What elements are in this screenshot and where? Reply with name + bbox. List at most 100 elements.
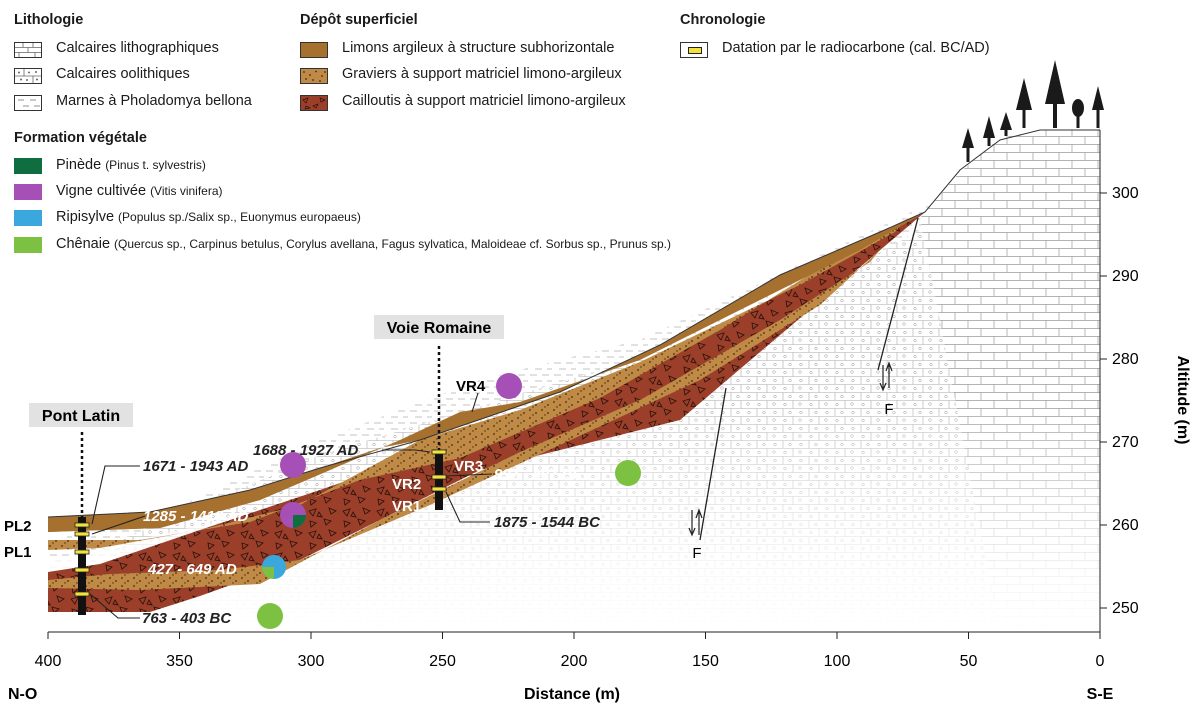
legend-vegetation-item-2: Vigne cultivée (Vitis vinifera) — [56, 183, 223, 199]
y-tick-label: 280 — [1112, 351, 1139, 368]
y-axis-label: Altitude (m) — [1174, 356, 1191, 445]
leader-vr4 — [471, 392, 479, 413]
vegetation-name-ripisylve: Ripisylve — [56, 209, 115, 225]
fault-arrow-down-1 — [879, 365, 887, 392]
y-axis-ticks: 300 290 280 270 260 250 — [1100, 185, 1139, 617]
orientation-right: S-E — [1087, 686, 1114, 703]
legend-lithologie-item-2: Calcaires oolithiques — [56, 66, 190, 82]
ground-surface — [47, 129, 1100, 518]
vegetation-detail-ripisylve: (Populus sp./Salix sp., Euonymus europae… — [118, 210, 361, 224]
swatch-marnes — [14, 95, 42, 111]
legend-lithologie-title: Lithologie — [14, 12, 84, 28]
legend-vegetation-title: Formation végétale — [14, 130, 147, 146]
swatch-calcaires-oolithiques — [14, 68, 42, 84]
date-marker-pl-5 — [74, 591, 90, 597]
date-marker-pl-2 — [74, 531, 90, 537]
swatch-cailloutis — [300, 95, 328, 111]
date-label-1: 1671 - 1943 AD — [143, 458, 249, 475]
x-tick-label: 200 — [561, 653, 588, 670]
vegetation-name-pinede: Pinède — [56, 157, 102, 173]
fault-line-2 — [699, 387, 727, 541]
profile-label-pl2: PL2 — [4, 518, 32, 535]
chenaie-slice-1 — [262, 567, 274, 579]
profile-label-vr4: VR4 — [456, 378, 486, 395]
deposit-limons-fill — [48, 468, 330, 532]
swatch-date-marker — [680, 42, 708, 58]
date-marker-pl-4 — [74, 567, 90, 573]
profile-label-vr1: VR1 — [392, 498, 421, 515]
tree-icon-4 — [1016, 78, 1032, 110]
x-tick-label: 0 — [1096, 653, 1105, 670]
date-label-6: 997 - 807 BC — [494, 466, 584, 483]
date-marker-pl-3 — [74, 549, 90, 555]
x-tick-label: 400 — [35, 653, 62, 670]
vegetation-name-chenaie: Chênaie — [56, 236, 111, 252]
leader-763 — [89, 593, 140, 619]
legend-lithologie-item-3: Marnes à Pholadomya bellona — [56, 93, 252, 109]
date-label-3: 427 - 649 AD — [147, 561, 237, 578]
legend-depot-item-3: Cailloutis à support matriciel limono-ar… — [342, 93, 626, 109]
profile-label-pl1: PL1 — [4, 544, 32, 561]
leader-1285 — [91, 515, 146, 535]
y-tick-label: 290 — [1112, 268, 1139, 285]
leader-997 — [445, 473, 493, 477]
fault-lines — [699, 217, 919, 541]
bedrock-fade — [48, 400, 1100, 632]
leader-lines — [89, 392, 493, 619]
x-tick-label: 50 — [960, 653, 978, 670]
fault-line-1 — [877, 217, 919, 371]
date-label-2: 1285 - 1418 AD — [143, 508, 249, 525]
legend-depot-title: Dépôt superficiel — [300, 12, 418, 28]
tree-icon-3 — [1000, 112, 1012, 130]
fault-arrows — [688, 361, 893, 537]
tree-icon-5 — [1045, 60, 1065, 104]
y-tick-label: 260 — [1112, 517, 1139, 534]
swatch-limons — [300, 42, 328, 58]
date-markers — [74, 449, 447, 597]
profile-label-vr3: VR3 — [454, 458, 483, 475]
swatch-pinede — [14, 158, 42, 174]
swatch-chenaie — [14, 237, 42, 253]
date-marker-pl-1 — [74, 522, 90, 528]
x-tick-label: 150 — [692, 653, 719, 670]
legend-vegetation-item-3: Ripisylve (Populus sp./Salix sp., Euonym… — [56, 209, 361, 225]
vegetation-name-vigne: Vigne cultivée — [56, 183, 147, 199]
legend-vegetation-item-1: Pinède (Pinus t. sylvestris) — [56, 157, 206, 173]
y-tick-label: 270 — [1112, 434, 1139, 451]
pont-latin-label-box — [29, 403, 133, 427]
pie-markers — [257, 373, 641, 629]
date-label-5: 1688 - 1927 AD — [253, 442, 359, 459]
x-tick-label: 250 — [429, 653, 456, 670]
y-tick-label: 300 — [1112, 185, 1139, 202]
swatch-graviers — [300, 68, 328, 84]
vegetation-detail-chenaie: (Quercus sp., Carpinus betulus, Corylus … — [114, 237, 671, 251]
x-axis-label: Distance (m) — [524, 686, 620, 703]
vigne-circle-1 — [280, 452, 306, 478]
y-tick-label: 250 — [1112, 600, 1139, 617]
legend-vegetation-item-4: Chênaie (Quercus sp., Carpinus betulus, … — [56, 236, 671, 252]
date-marker-vr-2 — [431, 474, 447, 480]
tree-icon-2 — [983, 116, 995, 138]
vigne-circle-3 — [496, 373, 522, 399]
legend-chronologie-title: Chronologie — [680, 12, 766, 28]
date-label-7: 1875 - 1544 BC — [494, 514, 601, 531]
profile-label-vr2: VR2 — [392, 476, 421, 493]
legend-depot-item-1: Limons argileux à structure subhorizonta… — [342, 40, 615, 56]
swatch-calcaires-lithographiques — [14, 42, 42, 58]
tree-icons — [962, 60, 1104, 162]
x-tick-label: 100 — [824, 653, 851, 670]
profile-column-voie-romaine — [435, 452, 443, 510]
fault-arrow-up-1 — [885, 361, 893, 388]
vegetation-detail-vigne: (Vitis vinifera) — [150, 184, 223, 198]
deposit-cailloutis — [48, 212, 925, 612]
x-tick-label: 350 — [166, 653, 193, 670]
swatch-vigne — [14, 184, 42, 200]
leader-1688 — [382, 449, 431, 453]
voie-romaine-label: Voie Romaine — [387, 320, 492, 337]
fault-label-2: F — [692, 545, 701, 562]
pont-latin-label: Pont Latin — [42, 408, 120, 425]
tree-icon-1 — [962, 128, 974, 148]
chenaie-circle-1 — [257, 603, 283, 629]
